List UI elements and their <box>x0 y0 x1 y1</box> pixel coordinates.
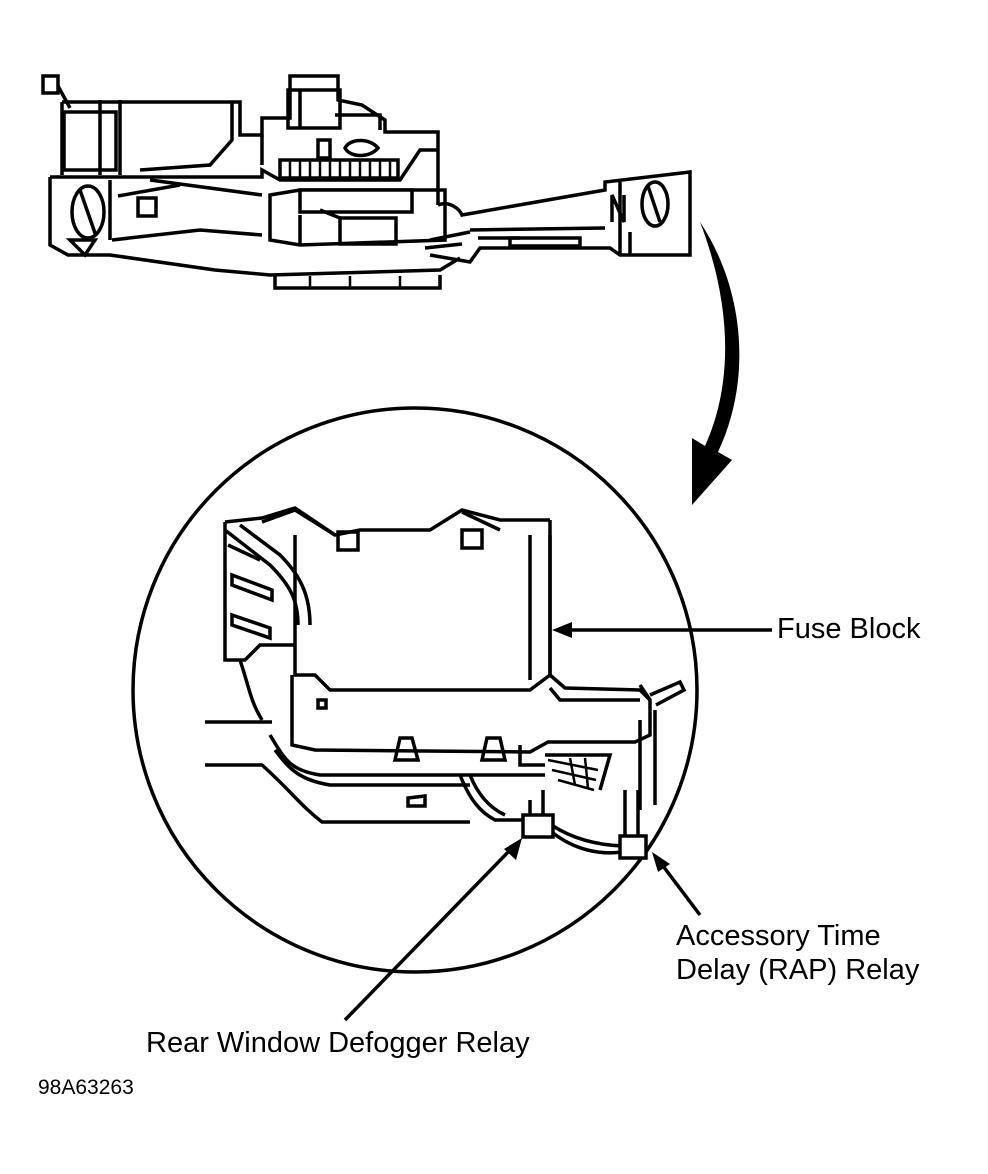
accessory-relay-label-line2: Delay (RAP) Relay <box>676 954 920 986</box>
zoom-arrow <box>692 222 740 505</box>
fuse-block-label: Fuse Block <box>777 613 921 645</box>
fuse-block-detail <box>205 506 687 860</box>
defogger-relay-body <box>521 813 555 839</box>
instrument-panel-overview <box>41 74 692 290</box>
defogger-relay-label: Rear Window Defogger Relay <box>146 1027 530 1059</box>
accessory-relay-label-line1: Accessory Time <box>676 920 881 952</box>
figure-code: 98A63263 <box>38 1076 134 1099</box>
detail-circle <box>131 406 699 974</box>
leader-arrows <box>343 622 772 1022</box>
accessory-relay-body <box>618 834 648 860</box>
